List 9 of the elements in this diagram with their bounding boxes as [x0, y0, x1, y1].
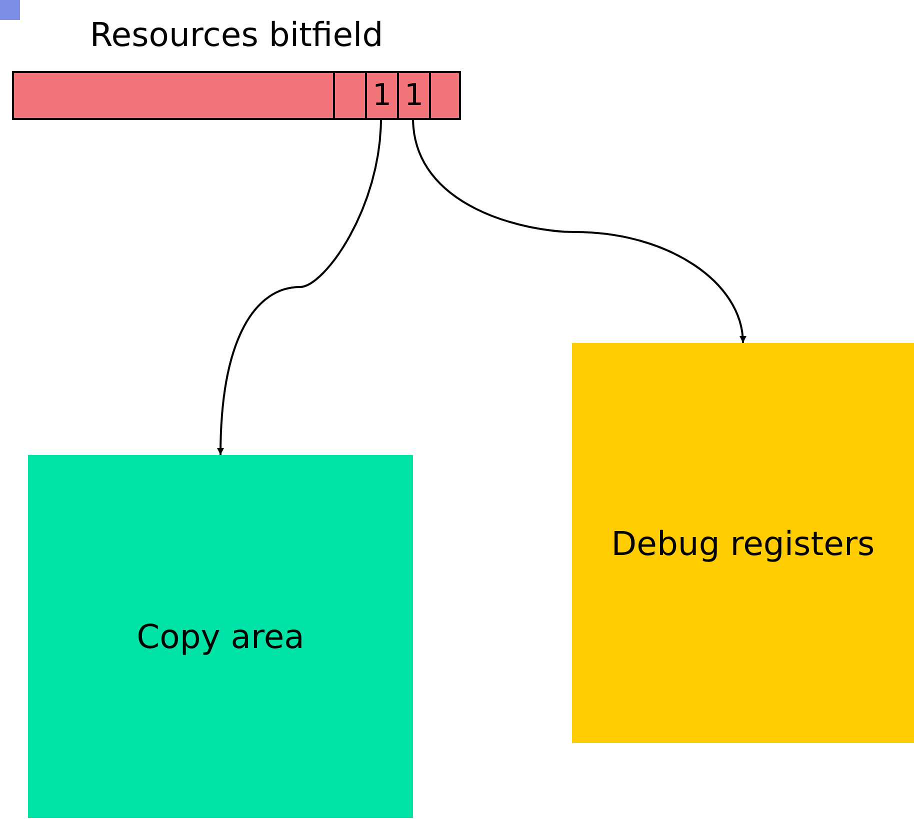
- block-label: Copy area: [136, 617, 304, 656]
- bit-value: 1: [372, 80, 392, 110]
- memory-block: [572, 343, 914, 743]
- arrow: [412, 118, 746, 344]
- bit-value: 1: [404, 80, 424, 110]
- memory-block: [28, 455, 413, 818]
- bitfield-title: Resources bitfield: [88, 15, 384, 54]
- arrow: [217, 118, 382, 456]
- block-label: Debug registers: [611, 524, 875, 562]
